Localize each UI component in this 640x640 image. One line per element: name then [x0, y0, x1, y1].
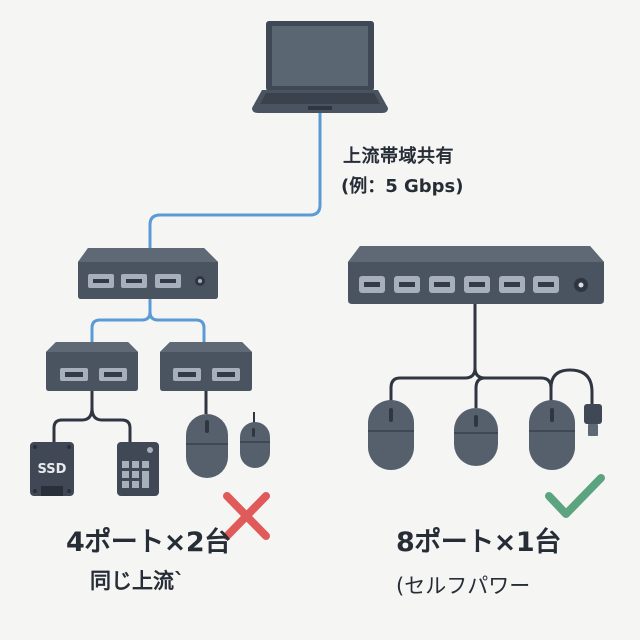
- mouse-icon: [368, 400, 414, 470]
- mouse-icon: [186, 414, 228, 478]
- hub-3port-main: [78, 248, 218, 299]
- keypad-icon: [117, 442, 159, 496]
- cable-ssd-keypad: [52, 391, 132, 442]
- right-config-subtitle: (セルフパワー: [396, 574, 531, 598]
- mouse-icon: [454, 408, 498, 466]
- usb-plug-icon: [584, 404, 602, 436]
- cable-right-split: [389, 304, 553, 408]
- left-config-subtitle: 同じ上流`: [90, 569, 185, 593]
- split-cable-blue: [90, 299, 206, 342]
- check-icon: [545, 474, 605, 518]
- hub-2port-a: [46, 342, 138, 391]
- ssd-label: SSD: [38, 462, 67, 477]
- cable-loop-plug: [549, 368, 594, 406]
- small-mouse-icon: [240, 412, 270, 468]
- right-config-title: 8ポート×1台: [396, 527, 561, 558]
- upstream-note-title: 上流帯域共有: [343, 146, 454, 167]
- upstream-note-example: (例：5 Gbps): [341, 176, 464, 197]
- upstream-cable: [148, 113, 322, 250]
- cross-icon: [223, 492, 270, 540]
- ssd-icon: SSD: [30, 442, 74, 496]
- laptop-icon: [252, 21, 388, 113]
- mouse-icon: [529, 400, 575, 470]
- left-config-title: 4ポート×2台: [66, 527, 231, 558]
- hub-8port: [348, 246, 604, 304]
- hub-2port-b: [160, 342, 252, 391]
